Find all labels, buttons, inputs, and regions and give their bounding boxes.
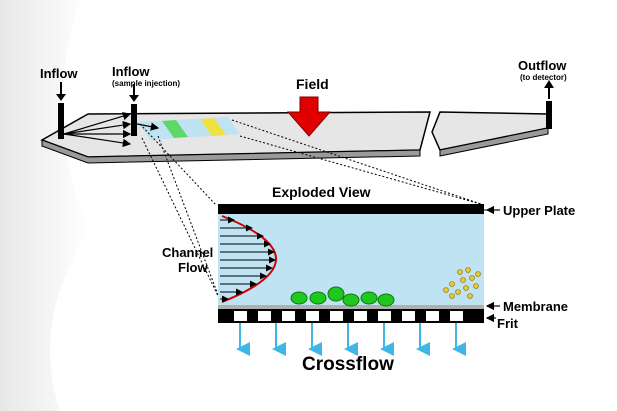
down-arrow-icon [56,82,66,101]
label-pointers [485,205,500,323]
exploded-view-label: Exploded View [272,184,371,200]
frit-label: Frit [497,316,519,331]
velocity-arrows [220,216,276,303]
upper-plate [218,204,484,214]
field-label: Field [296,76,329,92]
outflow-tube [546,101,552,129]
frit-pores [234,311,463,321]
channel-label: Channel [162,245,213,260]
membrane-label: Membrane [503,299,568,314]
crossflow-label: Crossflow [302,354,394,375]
inflow-sample-label: Inflow [112,64,150,79]
frit [218,309,484,323]
to-detector-label: (to detector) [520,73,567,82]
field-arrow-icon [286,96,332,137]
inflow-tube [58,103,64,139]
up-arrow-icon [544,80,554,99]
membrane [218,305,484,309]
sample-injection-label: (sample injection) [112,79,180,88]
large-particles [290,286,395,307]
small-particles [443,267,481,299]
down-arrow-icon [129,84,139,102]
background-shade [0,0,90,411]
inflow-label: Inflow [40,66,78,81]
outflow-label: Outflow [518,58,567,73]
sample-inflow-tube [131,104,137,136]
exploded-view [218,204,488,323]
flow-label: Flow [178,260,208,275]
flow-profile [221,215,277,303]
crossflow-arrows [236,323,466,356]
channel-highlight [138,117,240,140]
upper-plate-label: Upper Plate [503,203,575,218]
projection-lines [139,119,485,301]
